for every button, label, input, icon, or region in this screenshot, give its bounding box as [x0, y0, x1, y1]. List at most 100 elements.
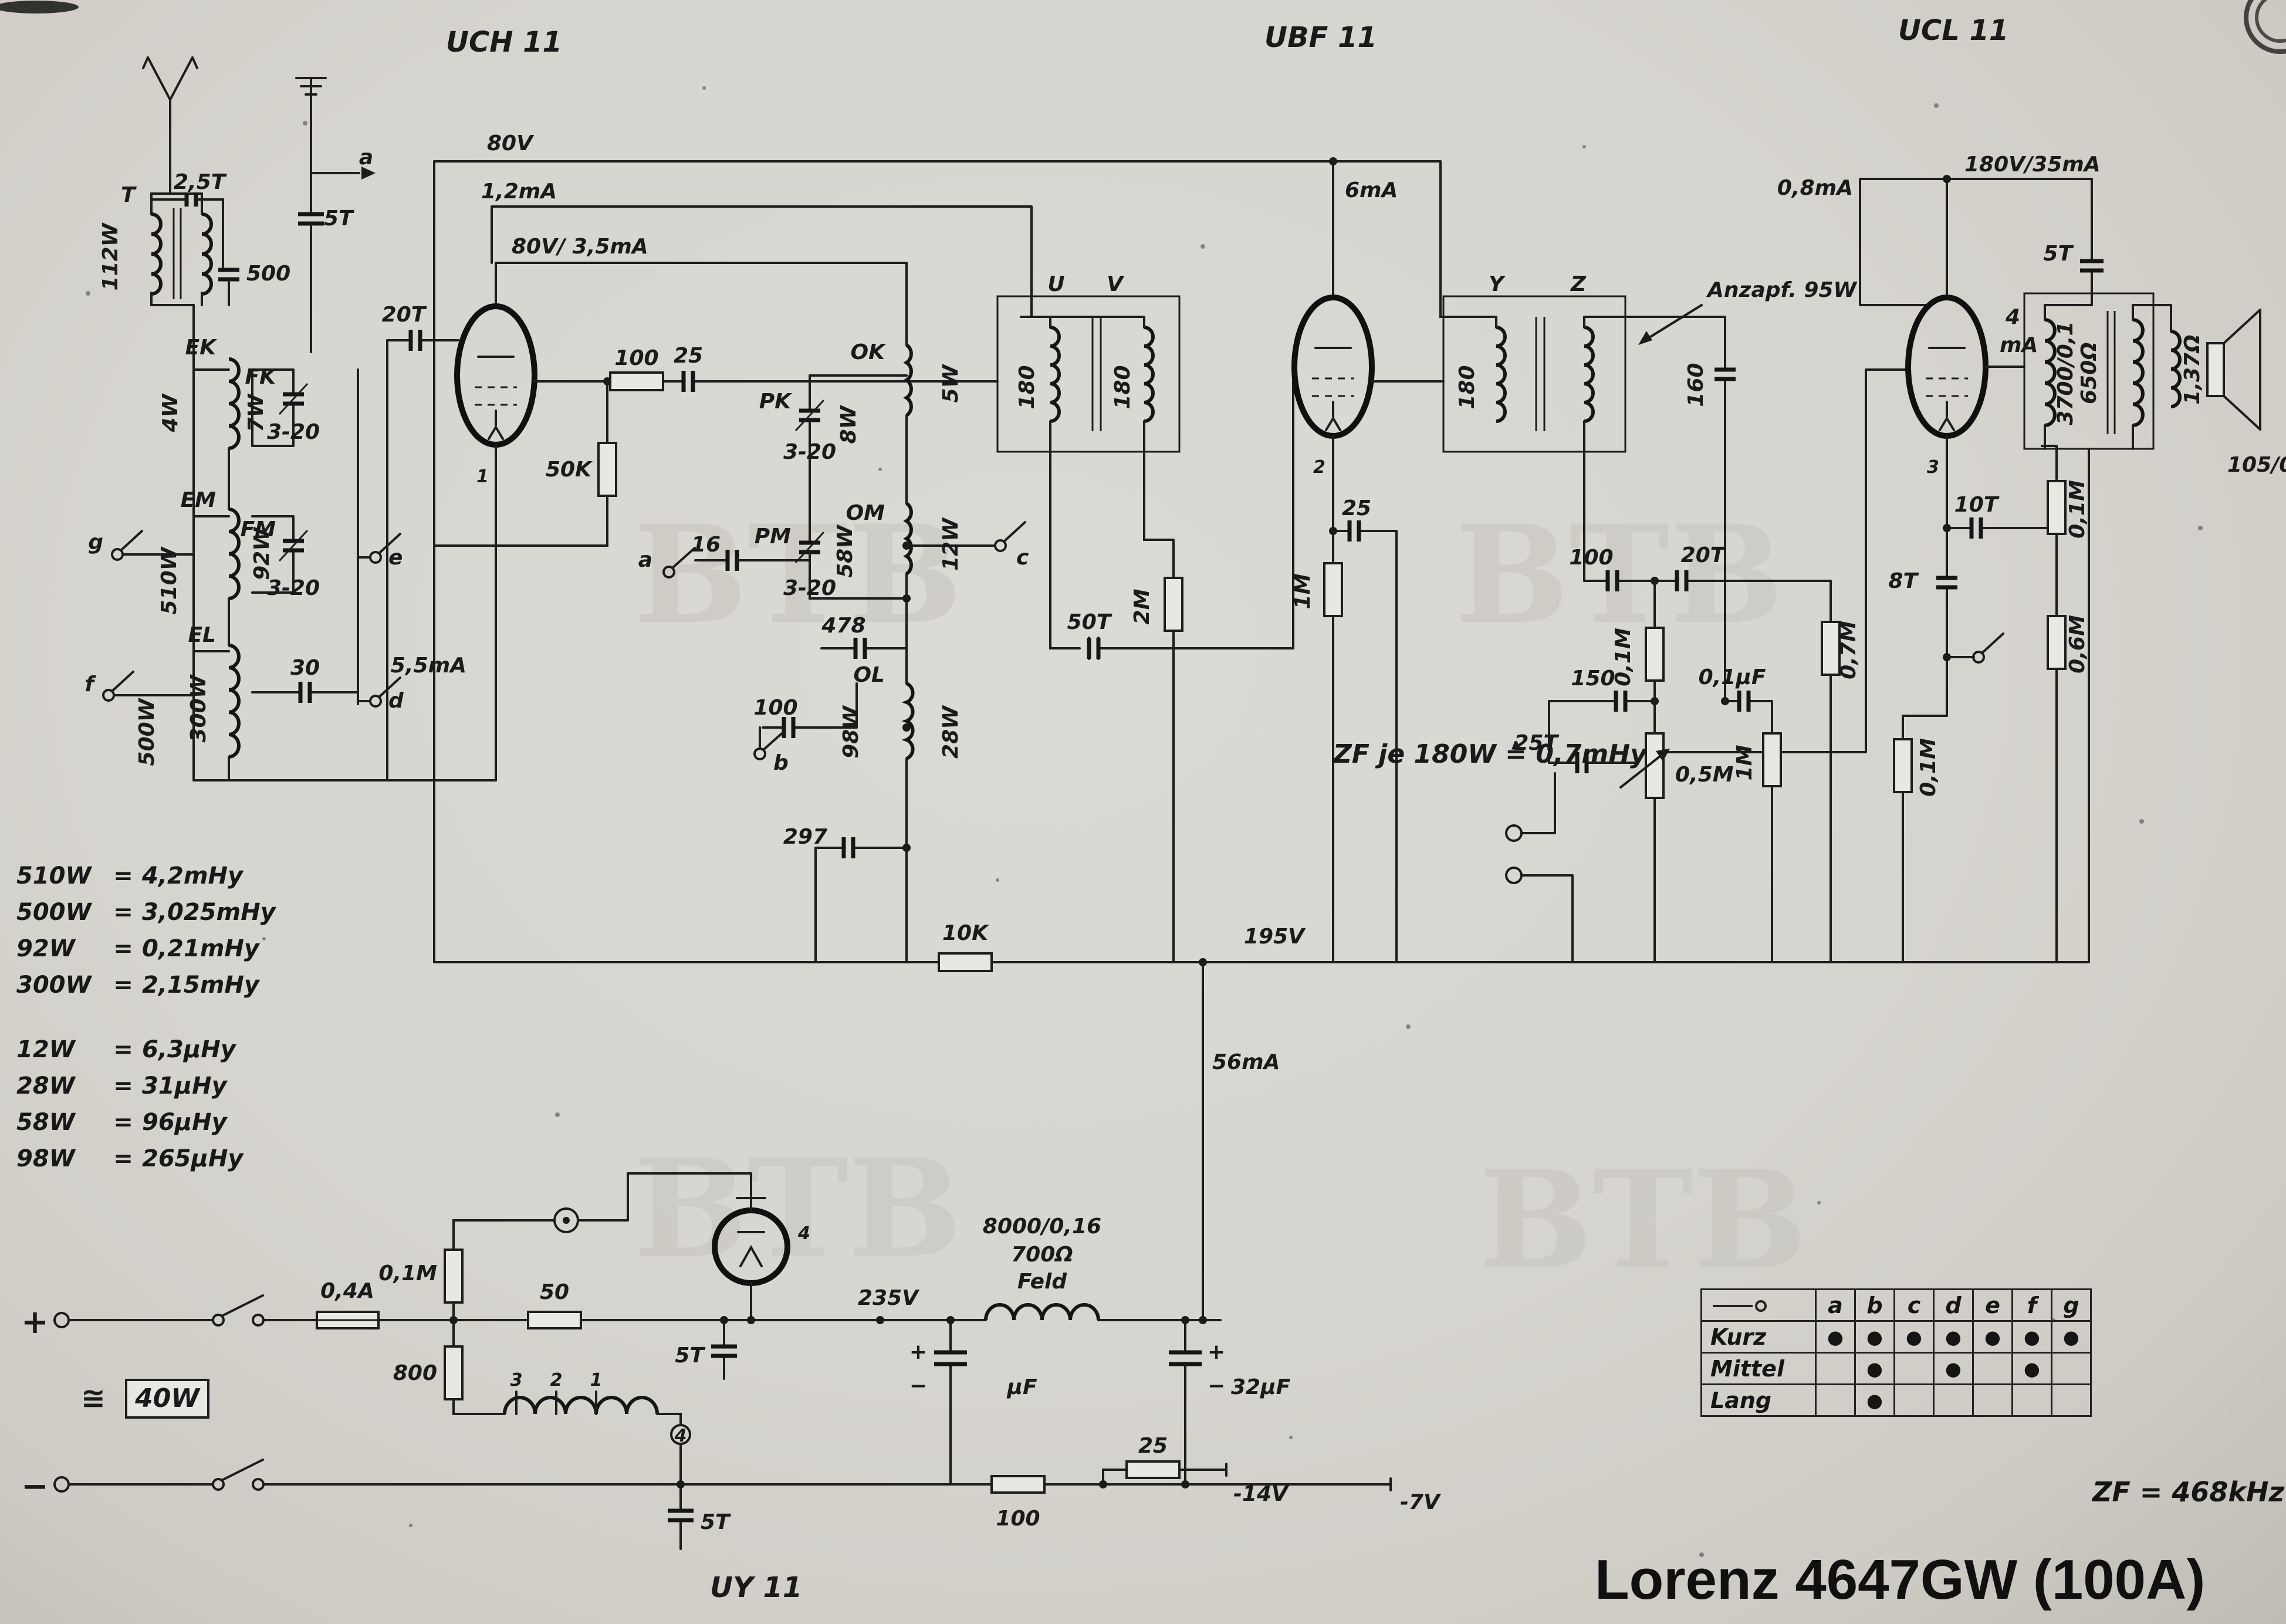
band-row-label: Lang [1700, 1383, 1817, 1417]
cap2-plus: + [1208, 1340, 1225, 1364]
equals: = [113, 972, 133, 999]
if1-180b-label: 180 [1111, 365, 1135, 409]
resistor-25-psu-label: 25 [1138, 1434, 1168, 1458]
cap-5t-psu-b-label: 5T [701, 1510, 731, 1534]
pickup-jacks [1505, 772, 1574, 963]
band-switch-table: a b c d e f g Kurz ● ● ● ● ● ● ● Mittel … [1700, 1288, 2092, 1417]
coil-list-row: 500W=3,025mHy [16, 894, 276, 931]
tube-uch11-name: UCH 11 [446, 26, 562, 59]
choke-tap1: 1 [590, 1370, 603, 1390]
band-col: a [1815, 1288, 1856, 1322]
coil-ok-label: OK [851, 340, 887, 364]
coil-list-row: 92W=0,21mHy [16, 931, 276, 967]
coil-7w-label: 7W [244, 393, 268, 432]
band-table-header: a b c d e f g [1700, 1288, 2092, 1322]
antenna-section: T 2,5T 112W 500 5T a [99, 56, 376, 353]
tube-ubf11-name: UBF 11 [1264, 21, 1377, 54]
switch-d-label: d [388, 689, 404, 713]
coil-300w-label: 300W [187, 674, 211, 742]
field-coil-spec: 8000/0,16 [983, 1214, 1101, 1239]
ubf11-stage: UBF 11 2 25 1M [1264, 21, 1445, 963]
power-rating-box [125, 1379, 209, 1419]
speaker-label: 105/0,4 [2227, 453, 2286, 477]
trimmer-pm-label: PM [755, 525, 791, 549]
resistor-50 [527, 1311, 582, 1329]
band-row-label: Mittel [1700, 1352, 1817, 1385]
if1-coil-v [1144, 326, 1155, 423]
trimmer-fk-range: 3-20 [267, 420, 320, 444]
resistor-01m-out [2047, 480, 2067, 535]
if-transformer-2: 160 Y Z 180 Anzapf. 95W 100 20T ZF je 18… [1332, 272, 1909, 963]
coil-value: 2,15mHy [142, 972, 259, 999]
band-dot: ● [1933, 1352, 1974, 1385]
antenna-coil-primary [151, 212, 163, 296]
band-row-label: Kurz [1700, 1320, 1817, 1354]
coil-value: 31µHy [142, 1072, 227, 1099]
coil-om [903, 502, 913, 576]
coil-value: 96µHy [142, 1109, 227, 1136]
cap-150-label: 150 [1571, 666, 1615, 691]
resistor-01m-cath [1893, 738, 1913, 793]
resistor-01m-avc [1645, 627, 1665, 682]
rail-80v-35ma-label: 80V/ 3,5mA [512, 235, 648, 259]
equals: = [113, 1036, 133, 1063]
cap1-label: µF [1006, 1375, 1037, 1399]
band-dot: ● [1854, 1320, 1895, 1354]
resistor-06m-label: 0,6M [2065, 615, 2089, 674]
choke-tap2: 2 [550, 1370, 563, 1390]
coil-em-label: EM [181, 488, 217, 512]
band-col: b [1854, 1288, 1895, 1322]
switch-e: e [357, 533, 403, 570]
watermark: BTB [1455, 496, 1784, 654]
cap-8t-label: 8T [1888, 569, 1919, 593]
cap-25b-label: 25 [1342, 496, 1371, 520]
resistor-100-psu-label: 100 [996, 1507, 1040, 1531]
coil-name: 510W [16, 862, 92, 889]
resistor-01m-avc-label: 0,1M [1611, 628, 1635, 686]
bias-7v-label: -7V [1400, 1490, 1442, 1514]
band-dot: ● [1815, 1320, 1856, 1354]
resistor-800 [444, 1345, 464, 1400]
rail-180v-35ma-label: 180V/35mA [1964, 153, 2101, 177]
screen-ma-label: mA [2000, 333, 2038, 357]
switch-f-label: f [84, 672, 96, 696]
cap-478-label: 478 [821, 614, 865, 638]
cap-25t-label: 25T [1514, 731, 1559, 755]
tube-ubf11-pin: 2 [1313, 457, 1325, 478]
switch-c: c [905, 521, 1029, 570]
coil-value: 4,2mHy [142, 862, 244, 889]
coil-list-row: 58W=96µHy [16, 1104, 276, 1141]
earth-symbol: 5T a [295, 77, 376, 353]
corner-stamp-icon [2244, 0, 2286, 54]
watermark: BTB [634, 1129, 962, 1288]
coil-ek [228, 357, 241, 450]
band-row-lang: Lang ● [1700, 1383, 2092, 1417]
coil-510w-label: 510W [157, 546, 181, 614]
coil-5w-label: 5W [939, 363, 963, 402]
coil-value: 0,21mHy [142, 935, 259, 962]
coil-12w-label: 12W [939, 517, 963, 571]
coil-ok [903, 343, 913, 417]
band-dot [1893, 1352, 1935, 1385]
band-col: d [1933, 1288, 1974, 1322]
band-dot [1933, 1383, 1974, 1417]
supply-buses: 10K 195V 56mA 80V 1,2mA 80V/ 3,5mA 6mA 0… [433, 131, 2101, 1321]
antenna-500-label: 500 [246, 262, 290, 286]
resistor-50k [597, 442, 617, 497]
band-col: f [2011, 1288, 2052, 1322]
rail-6ma-label: 6mA [1345, 178, 1398, 202]
tube-uch11-pin: 1 [476, 466, 489, 487]
field-coil-name: Feld [1017, 1270, 1068, 1294]
equals: = [113, 862, 133, 889]
choke-tap4: 4 [674, 1426, 687, 1446]
cap1-plus: + [909, 1340, 927, 1364]
equals: = [113, 1145, 133, 1172]
band-dot [2011, 1383, 2052, 1417]
band-dot: ● [2011, 1352, 2052, 1385]
switch-g-label: g [88, 530, 103, 554]
choke-tap3: 3 [510, 1370, 523, 1390]
cap2-label: 32µF [1231, 1375, 1291, 1399]
coil-name: 28W [16, 1072, 75, 1099]
equals: = [113, 935, 133, 962]
